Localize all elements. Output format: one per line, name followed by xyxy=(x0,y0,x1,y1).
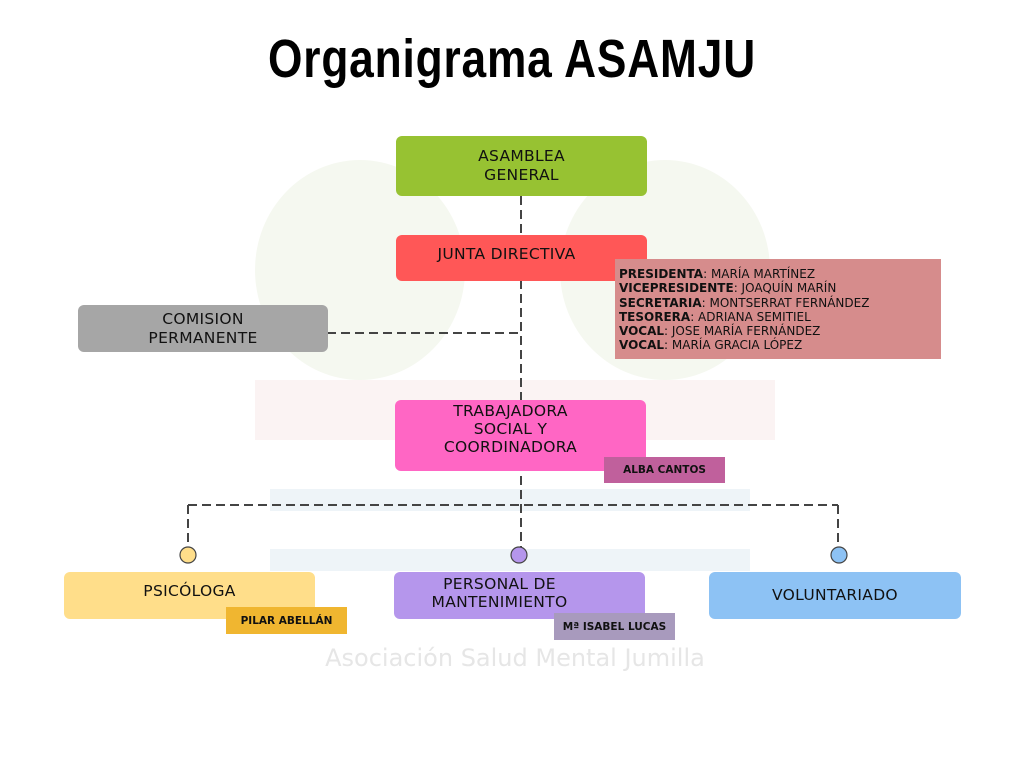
node-label: PSICÓLOGA xyxy=(143,582,236,600)
page-title: Organigrama ASAMJU xyxy=(267,29,757,89)
node-label: VOLUNTARIADO xyxy=(772,586,898,604)
node-label: PERSONAL DE xyxy=(443,575,556,593)
node-dot-psicologa xyxy=(179,546,197,564)
member-row: VICEPRESIDENTE: JOAQUÍN MARÍN xyxy=(619,281,837,296)
node-label: ASAMBLEA xyxy=(478,147,565,165)
node-label: MANTENIMIENTO xyxy=(431,593,568,611)
node-label: SOCIAL Y xyxy=(473,420,548,438)
node-label: TRABAJADORA xyxy=(453,402,568,420)
junta-members-list: PRESIDENTA: MARÍA MARTÍNEZ VICEPRESIDENT… xyxy=(615,259,941,359)
node-label: COORDINADORA xyxy=(443,438,578,456)
member-row: TESORERA: ADRIANA SEMITIEL xyxy=(619,309,811,324)
node-label: JUNTA DIRECTIVA xyxy=(437,245,576,263)
person-tag-pilar: PILAR ABELLÁN xyxy=(226,607,347,634)
logo-lettering-shape xyxy=(270,489,750,571)
node-label: PERMANENTE xyxy=(148,328,258,347)
person-tag-isabel: Mª ISABEL LUCAS xyxy=(554,613,675,640)
node-label: COMISION xyxy=(162,309,244,328)
node-psicologa: PSICÓLOGA xyxy=(64,572,315,619)
watermark-subtitle: Asociación Salud Mental Jumilla xyxy=(325,644,705,672)
member-row: SECRETARIA: MONTSERRAT FERNÁNDEZ xyxy=(619,295,870,310)
node-voluntariado: VOLUNTARIADO xyxy=(709,572,961,619)
member-row: VOCAL: JOSE MARÍA FERNÁNDEZ xyxy=(619,324,821,339)
member-row: PRESIDENTA: MARÍA MARTÍNEZ xyxy=(619,267,816,281)
node-dot-mantenimiento xyxy=(510,546,528,564)
node-label: GENERAL xyxy=(484,166,559,184)
node-junta-directiva: JUNTA DIRECTIVA xyxy=(396,235,647,281)
node-dot-voluntariado xyxy=(830,546,848,564)
person-tag-alba: ALBA CANTOS xyxy=(604,457,725,483)
member-row: VOCAL: MARÍA GRACIA LÓPEZ xyxy=(619,338,803,353)
